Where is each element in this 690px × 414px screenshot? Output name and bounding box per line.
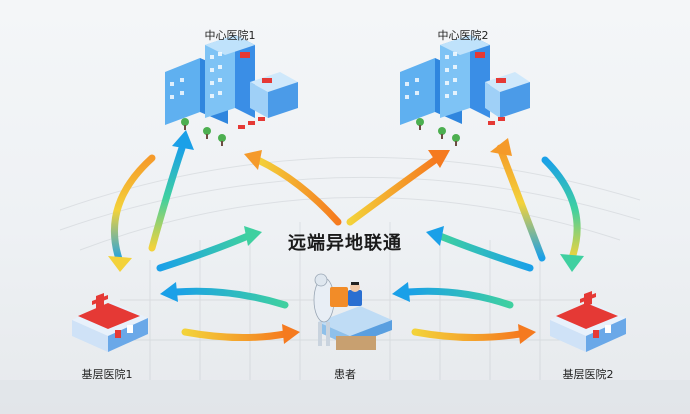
arrow-left-down <box>111 154 156 266</box>
arrow-center-to-hospital2-head <box>428 150 450 168</box>
arrow-center-to-hospital1 <box>254 156 342 226</box>
center-hospital-2-label: 中心医院2 <box>437 29 489 42</box>
primary-hospital-1-label: 基层医院1 <box>81 368 133 381</box>
arrow-primary2-to-patient-head <box>392 282 410 302</box>
center-hospital-1-icon <box>165 35 298 146</box>
patient-label: 患者 <box>334 368 356 381</box>
arrow-left-up <box>148 144 186 252</box>
arrow-primary1-to-patient-head <box>282 324 300 344</box>
patient-icon <box>313 273 392 350</box>
arrow-primary2-to-center-head <box>426 226 444 246</box>
arrow-right-up <box>541 156 581 262</box>
arrow-left-up-head <box>172 130 194 150</box>
arrow-center-to-hospital1-head <box>244 150 262 170</box>
center-hospital-2-icon <box>400 35 530 146</box>
arrow-patient-to-primary1 <box>172 287 289 309</box>
arrow-right-down-head <box>490 138 512 156</box>
arrow-left-down-head <box>108 256 132 272</box>
arrow-primary1-to-center-head <box>244 226 262 246</box>
arrow-primary1-to-patient <box>181 328 289 342</box>
arrow-center-to-hospital2 <box>346 156 439 226</box>
arrow-patient-to-primary2-head <box>518 324 536 344</box>
arrow-primary1-to-center <box>156 232 252 272</box>
arrow-right-up-head <box>560 254 584 272</box>
arrow-primary2-to-patient <box>404 287 514 309</box>
arrow-patient-to-primary2 <box>411 328 524 342</box>
arrow-primary2-to-center <box>436 232 534 272</box>
arrow-patient-to-primary1-head <box>160 282 178 302</box>
center-hospital-1-label: 中心医院1 <box>204 29 256 42</box>
primary-hospital-2-label: 基层医院2 <box>562 368 614 381</box>
primary-hospital-2-icon <box>550 291 626 352</box>
center-label: 远端异地联通 <box>288 233 402 254</box>
primary-hospital-1-icon <box>72 293 148 352</box>
arrow-right-down <box>496 144 546 262</box>
